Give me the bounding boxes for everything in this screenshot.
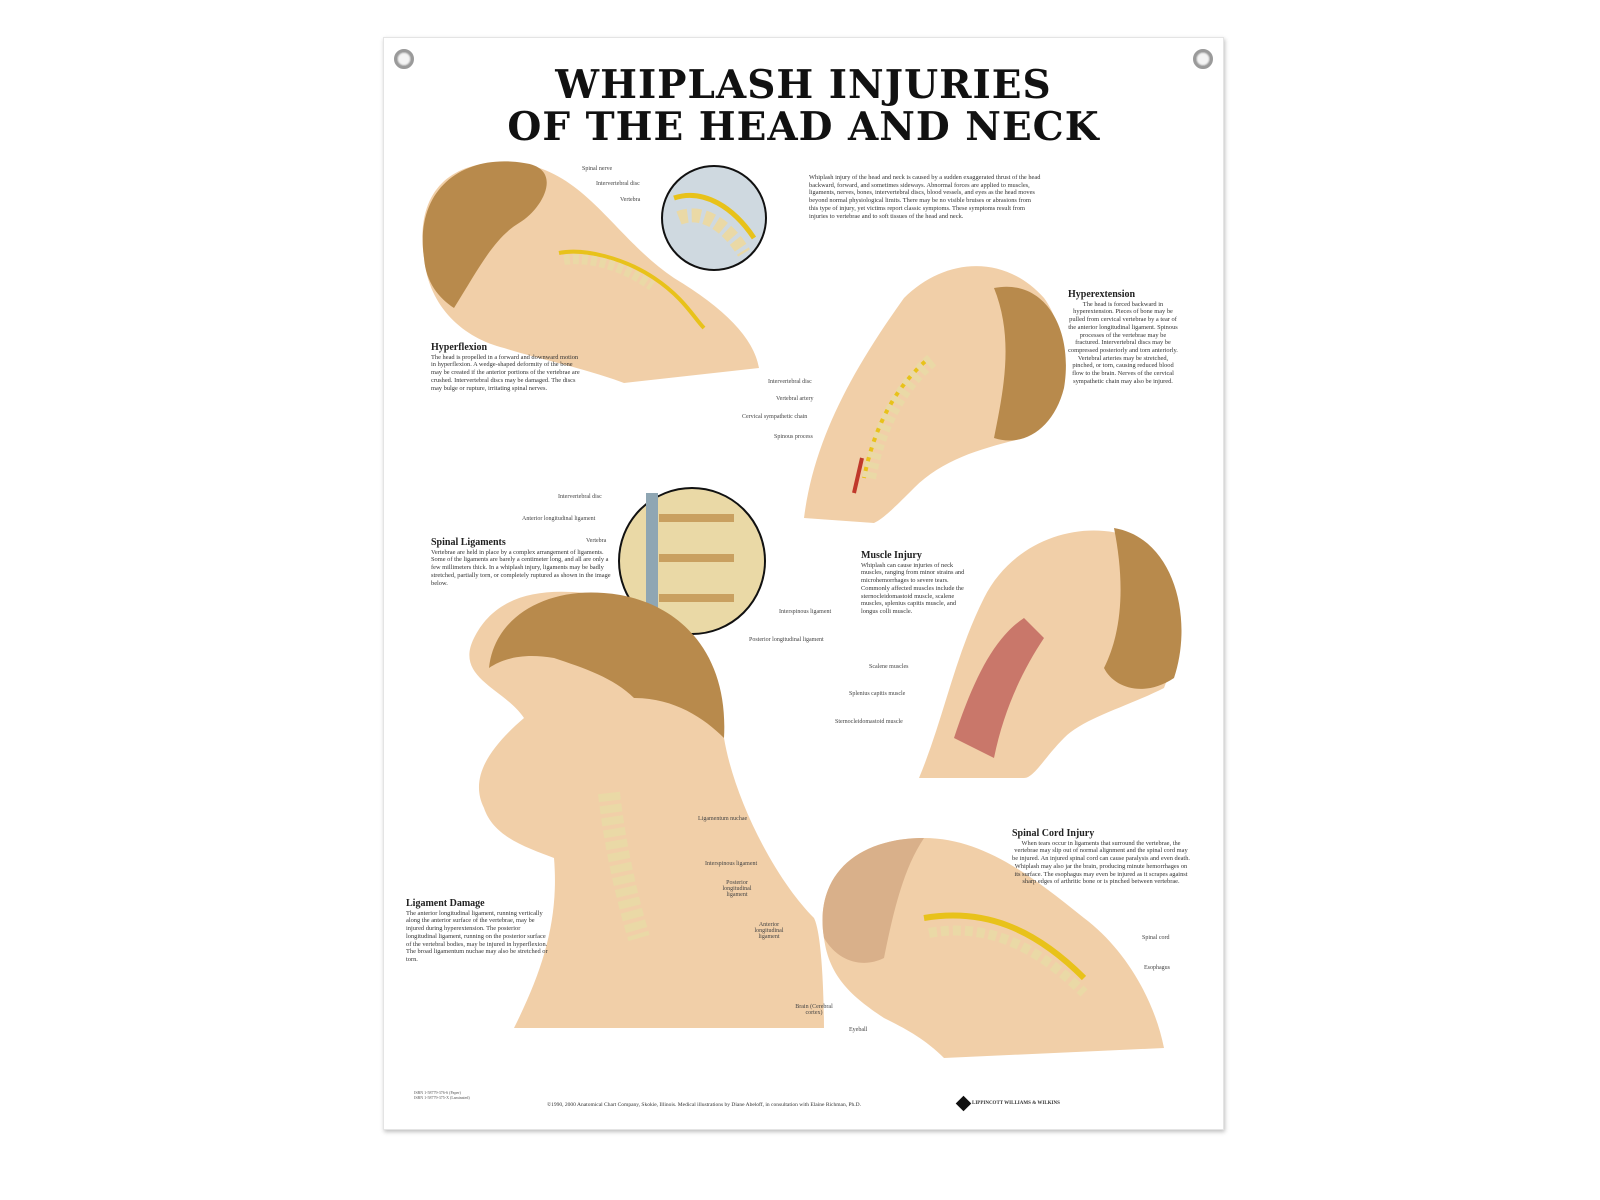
spinal-cord-illustration bbox=[822, 838, 1164, 1058]
spinal-ligaments-section: Spinal Ligaments Vertebrae are held in p… bbox=[431, 537, 614, 587]
title-line-2: OF THE HEAD AND NECK bbox=[507, 104, 1100, 150]
hyperflexion-section: Hyperflexion The head is propelled in a … bbox=[431, 342, 583, 392]
label: Intervertebral disc bbox=[596, 181, 640, 187]
label: Interspinous ligament bbox=[779, 609, 832, 615]
hyperextension-section: Hyperextension The head is forced backwa… bbox=[1068, 289, 1178, 385]
ligament-damage-illustration bbox=[469, 591, 824, 1028]
label: Intervertebral disc bbox=[768, 379, 812, 385]
isbn-laminated: ISBN 1-58779-375-X (Laminated) bbox=[414, 1095, 470, 1100]
section-text: When tears occur in ligaments that surro… bbox=[1012, 839, 1190, 886]
ligament-damage-section: Ligament Damage The anterior longitudina… bbox=[406, 898, 552, 964]
grommet-icon bbox=[394, 49, 414, 69]
label: Splenius capitis muscle bbox=[849, 691, 906, 697]
muscle-injury-section: Muscle Injury Whiplash can cause injurie… bbox=[861, 550, 969, 616]
label: Brain (Cerebral cortex) bbox=[795, 1004, 833, 1016]
section-heading: Hyperextension bbox=[1068, 289, 1136, 300]
label: Vertebra bbox=[586, 538, 607, 544]
label: Cervical sympathetic chain bbox=[742, 414, 808, 420]
label: Spinous process bbox=[774, 434, 813, 440]
label: Posterior longitudinal ligament bbox=[749, 637, 824, 643]
section-heading: Spinal Cord Injury bbox=[1012, 828, 1095, 839]
illustrations bbox=[422, 161, 1182, 1058]
label: Vertebra bbox=[620, 197, 641, 203]
label: Scalene muscles bbox=[869, 664, 909, 670]
spinal-cord-injury-section: Spinal Cord Injury When tears occur in l… bbox=[1012, 828, 1190, 886]
grommet-icon bbox=[1193, 49, 1213, 69]
publisher-logo-icon bbox=[955, 1095, 972, 1112]
label: Sternocleidomastoid muscle bbox=[835, 719, 903, 725]
section-heading: Muscle Injury bbox=[861, 550, 922, 561]
poster-title: WHIPLASH INJURIES OF THE HEAD AND NECK bbox=[384, 64, 1223, 148]
label: Anterior longitudinal ligament bbox=[754, 922, 784, 940]
label: Anterior longitudinal ligament bbox=[522, 516, 596, 522]
label: Ligamentum nuchae bbox=[698, 816, 748, 822]
label: Eyeball bbox=[849, 1027, 868, 1033]
poster: WHIPLASH INJURIES OF THE HEAD AND NECK bbox=[383, 37, 1224, 1130]
label: Intervertebral disc bbox=[558, 494, 602, 500]
hyperflexion-illustration bbox=[422, 161, 767, 383]
hyperextension-illustration bbox=[804, 266, 1066, 523]
label: Spinal nerve bbox=[582, 166, 613, 172]
section-text: Vertebrae are held in place by a complex… bbox=[431, 548, 611, 587]
label: Posterior longitudinal ligament bbox=[722, 880, 752, 898]
label: Spinal cord bbox=[1142, 935, 1170, 941]
label: Esophagus bbox=[1144, 965, 1170, 971]
section-heading: Hyperflexion bbox=[431, 342, 488, 353]
section-heading: Spinal Ligaments bbox=[431, 537, 506, 548]
section-text: The head is propelled in a forward and d… bbox=[431, 353, 580, 392]
section-text: Whiplash can cause injuries of neck musc… bbox=[861, 561, 965, 615]
intro-text: Whiplash injury of the head and neck is … bbox=[809, 174, 1041, 220]
publisher-logo: LIPPINCOTT WILLIAMS & WILKINS bbox=[955, 1095, 1060, 1112]
label: Vertebral artery bbox=[776, 396, 814, 402]
copyright: ©1990, 2000 Anatomical Chart Company, Sk… bbox=[547, 1102, 861, 1108]
publisher-name: LIPPINCOTT WILLIAMS & WILKINS bbox=[972, 1101, 1060, 1106]
label: Interspinous ligament bbox=[705, 861, 758, 867]
title-line-1: WHIPLASH INJURIES bbox=[555, 62, 1052, 108]
muscle-injury-illustration bbox=[919, 528, 1182, 778]
isbn-info: ISBN 1-58779-376-6 (Paper) ISBN 1-58779-… bbox=[414, 1090, 470, 1100]
section-heading: Ligament Damage bbox=[406, 898, 485, 909]
section-text: The anterior longitudinal ligament, runn… bbox=[406, 909, 548, 963]
isbn-paper: ISBN 1-58779-376-6 (Paper) bbox=[414, 1090, 461, 1095]
section-text: The head is forced backward in hyperexte… bbox=[1068, 300, 1178, 385]
